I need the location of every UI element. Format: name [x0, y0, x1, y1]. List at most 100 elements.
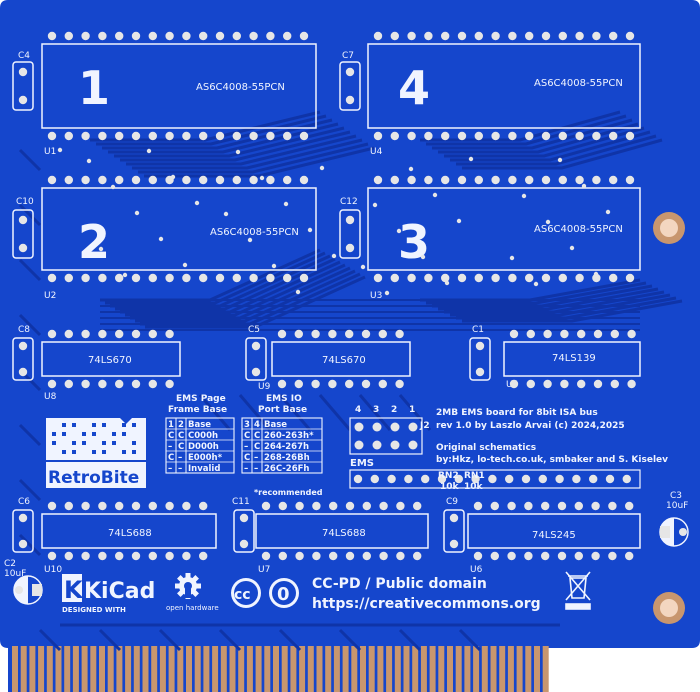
pad — [148, 329, 157, 339]
capacitor-c6: C6 — [12, 497, 34, 553]
pad — [449, 539, 459, 549]
isa-edge-connector — [8, 640, 549, 692]
chip-part-u6: 74LS245 — [532, 530, 576, 541]
chip-part-u9: 74LS670 — [322, 355, 366, 366]
via — [110, 184, 116, 190]
pad — [64, 31, 74, 41]
pad — [524, 501, 533, 511]
svg-text:Base: Base — [188, 420, 211, 430]
svg-text:D000h: D000h — [188, 442, 219, 452]
svg-text:K: K — [64, 576, 84, 604]
pad — [424, 131, 433, 141]
pad — [592, 175, 601, 185]
via — [408, 166, 414, 172]
svg-text:1: 1 — [409, 405, 415, 415]
pad — [64, 379, 74, 389]
pad — [508, 273, 517, 283]
pad — [249, 31, 258, 41]
svg-text:264-267h: 264-267h — [264, 442, 309, 452]
pad — [407, 273, 416, 283]
svg-text:10k: 10k — [464, 482, 484, 492]
pad — [625, 273, 635, 283]
pad — [449, 513, 459, 523]
pad — [373, 131, 383, 141]
pad — [577, 329, 586, 339]
pad — [251, 367, 261, 377]
pad — [115, 175, 124, 185]
pad — [295, 551, 304, 561]
pad — [474, 175, 483, 185]
via — [295, 289, 301, 295]
pad-layer — [18, 31, 636, 561]
pad — [18, 367, 28, 377]
svg-text:C: C — [244, 431, 250, 441]
pad — [98, 501, 107, 511]
via — [384, 290, 390, 296]
pad — [524, 551, 533, 561]
pad — [541, 131, 551, 141]
svg-text:DESIGNED WITH: DESIGNED WITH — [62, 606, 126, 614]
pad — [508, 131, 517, 141]
pad — [64, 131, 74, 141]
pad — [560, 329, 569, 339]
pad — [182, 551, 191, 561]
pad — [199, 175, 208, 185]
svg-text:C: C — [254, 431, 260, 441]
jumper-pin — [408, 422, 418, 432]
pad — [294, 379, 303, 389]
jumper-pin — [408, 440, 418, 450]
pad — [592, 31, 601, 41]
pad — [625, 175, 635, 185]
pad — [261, 501, 271, 511]
jumper-pin — [390, 440, 400, 450]
pad — [329, 501, 338, 511]
pad — [473, 551, 483, 561]
pad — [199, 31, 208, 41]
pad — [378, 379, 387, 389]
pad — [199, 273, 208, 283]
pad — [98, 31, 107, 41]
pad — [457, 175, 467, 185]
jumper-pin — [372, 440, 382, 450]
pad — [608, 501, 617, 511]
svg-text:–: – — [244, 464, 248, 474]
pad — [345, 329, 354, 339]
svg-text:C: C — [178, 442, 184, 452]
chip-u1: 1 AS6C4008-55PCN U1 — [41, 43, 317, 157]
pad — [131, 379, 141, 389]
pad — [182, 131, 191, 141]
via — [372, 202, 378, 208]
pad — [608, 551, 617, 561]
pad — [18, 539, 28, 549]
pad — [239, 539, 249, 549]
via — [122, 272, 128, 278]
pad — [457, 31, 467, 41]
svg-text:C9: C9 — [446, 497, 458, 507]
pad — [47, 501, 57, 511]
svg-text:–: – — [178, 453, 182, 463]
pad — [474, 131, 483, 141]
pad — [131, 551, 141, 561]
pad — [239, 513, 249, 523]
pad — [541, 551, 550, 561]
pad — [329, 551, 338, 561]
pad — [266, 31, 275, 41]
open-hardware-logo: open hardware — [166, 573, 219, 612]
pad — [541, 273, 551, 283]
pad — [538, 474, 547, 484]
svg-text:C7: C7 — [342, 51, 354, 61]
via — [86, 158, 92, 164]
via — [396, 228, 402, 234]
via — [259, 175, 265, 181]
capacitor-c4: C4 — [12, 51, 34, 111]
pad — [131, 329, 141, 339]
svg-text:26C-26Fh: 26C-26Fh — [264, 464, 309, 474]
pad — [81, 551, 90, 561]
pad — [47, 31, 57, 41]
svg-text:1: 1 — [168, 420, 174, 430]
svg-text:3: 3 — [244, 420, 250, 430]
pad — [490, 501, 499, 511]
pad — [182, 175, 191, 185]
svg-text:by:Hkz, lo-tech.co.uk, smbaker: by:Hkz, lo-tech.co.uk, smbaker and S. Ki… — [436, 455, 668, 465]
svg-text:2: 2 — [391, 405, 397, 415]
